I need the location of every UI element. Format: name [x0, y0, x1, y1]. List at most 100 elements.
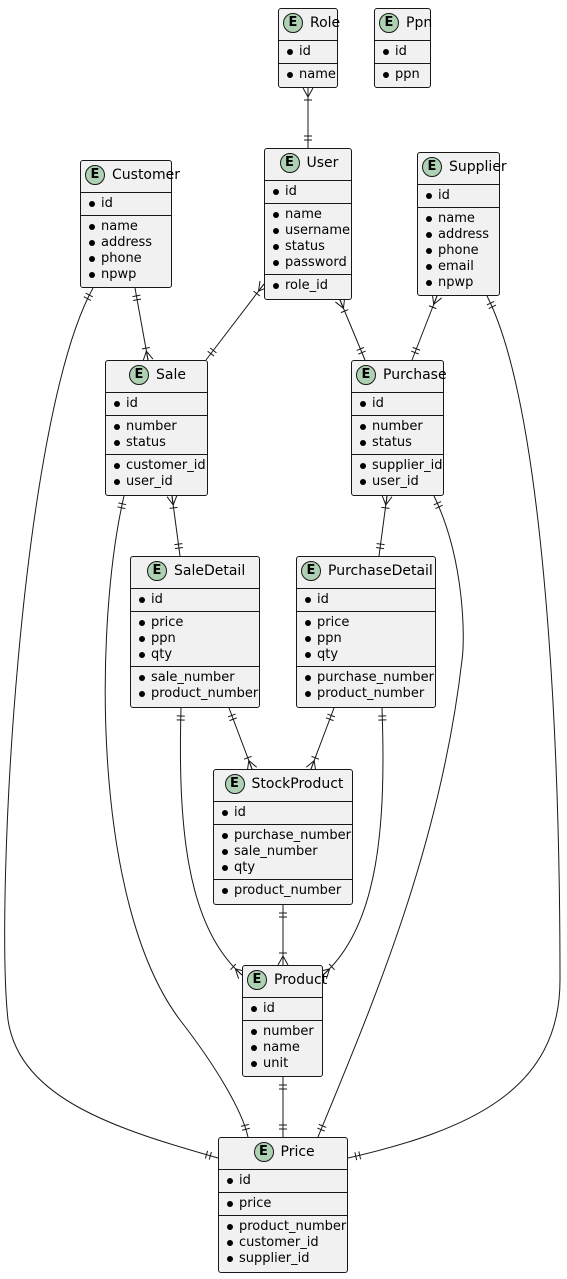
- entity-name: Price: [280, 1144, 315, 1160]
- crow-foot-mark: [310, 760, 315, 770]
- attribute-label: password: [285, 255, 347, 270]
- bullet-icon: [273, 244, 279, 250]
- attribute: id: [243, 1001, 322, 1017]
- entity-badge-icon: E: [356, 365, 376, 385]
- attribute: status: [352, 435, 443, 451]
- attribute: phone: [81, 251, 171, 267]
- bullet-icon: [360, 463, 366, 469]
- attribute-label: phone: [438, 243, 479, 258]
- entity-section: id: [214, 802, 352, 825]
- attribute: id: [81, 196, 171, 212]
- attribute-label: price: [317, 615, 350, 630]
- attribute: ppn: [297, 631, 435, 647]
- cardinality-one-mark: [428, 305, 437, 310]
- attribute: id: [352, 396, 443, 412]
- cardinality-one-mark: [433, 501, 442, 506]
- attribute: id: [219, 1173, 347, 1189]
- entity-section: id: [418, 185, 499, 208]
- entity-name: SaleDetail: [174, 563, 246, 579]
- entity-name: Supplier: [449, 159, 507, 175]
- attribute: qty: [131, 647, 259, 663]
- relationship-saledetail-stockproduct: [228, 707, 253, 770]
- cardinality-one-mark: [376, 547, 385, 550]
- cardinality-one-mark: [243, 755, 252, 760]
- entity-section: id: [265, 181, 351, 204]
- attribute: role_id: [265, 278, 351, 294]
- entity-section: id: [375, 41, 430, 64]
- attribute-label: id: [438, 188, 450, 203]
- attribute: sale_number: [214, 844, 352, 860]
- relationship-customer-sale: [134, 287, 149, 361]
- crow-foot-mark: [433, 297, 442, 305]
- attribute-label: role_id: [285, 278, 328, 293]
- attribute: name: [279, 67, 337, 83]
- attribute: ppn: [131, 631, 259, 647]
- attribute-label: user_id: [126, 474, 173, 489]
- cardinality-one-mark: [411, 350, 419, 355]
- crow-foot-mark: [282, 955, 289, 966]
- bullet-icon: [426, 264, 432, 270]
- attribute: address: [418, 227, 499, 243]
- attribute-label: address: [438, 227, 490, 242]
- cardinality-one-mark: [356, 346, 365, 351]
- crow-foot-mark: [385, 496, 393, 506]
- relationship-user-purchase: [339, 299, 366, 361]
- crow-foot-mark: [234, 968, 240, 979]
- cardinality-one-mark: [435, 504, 443, 510]
- crow-foot-mark: [307, 87, 314, 98]
- bullet-icon: [305, 652, 311, 658]
- entity-header: E Price: [219, 1138, 347, 1170]
- cardinality-one-mark: [354, 1152, 358, 1161]
- cardinality-one-mark: [133, 298, 142, 302]
- attribute: username: [265, 223, 351, 239]
- attribute-label: sale_number: [151, 670, 235, 685]
- attribute: id: [214, 805, 352, 821]
- attribute-label: ppn: [395, 67, 420, 82]
- bullet-icon: [139, 597, 145, 603]
- cardinality-one-mark: [358, 350, 366, 355]
- entity-section: id: [279, 41, 337, 64]
- crow-foot-mark: [325, 968, 331, 979]
- bullet-icon: [426, 216, 432, 222]
- entity-badge-icon: E: [379, 13, 399, 33]
- entity-badge-icon: E: [253, 1142, 274, 1162]
- attribute-label: name: [438, 211, 475, 226]
- crow-foot-mark: [248, 760, 258, 768]
- bullet-icon: [227, 1240, 233, 1246]
- entity-name: Customer: [112, 167, 181, 183]
- attribute-label: id: [101, 196, 113, 211]
- entity-header: E StockProduct: [214, 770, 352, 802]
- cardinality-one-mark: [118, 502, 127, 506]
- bullet-icon: [227, 1178, 233, 1184]
- bullet-icon: [426, 248, 432, 254]
- attribute-label: price: [151, 615, 184, 630]
- attribute-label: supplier_id: [372, 458, 443, 473]
- entity-section: id: [243, 998, 322, 1021]
- entity-name: StockProduct: [251, 776, 344, 792]
- bullet-icon: [89, 240, 95, 246]
- attribute-label: number: [372, 419, 423, 434]
- bullet-icon: [305, 620, 311, 626]
- attribute-label: name: [263, 1040, 300, 1055]
- attribute: supplier_id: [219, 1251, 347, 1267]
- entity-section: id: [131, 589, 259, 612]
- relationship-sale-saledetail: [171, 495, 181, 557]
- entity-badge-icon: E: [224, 774, 245, 794]
- attribute-label: product_number: [239, 1219, 347, 1234]
- attribute: id: [131, 592, 259, 608]
